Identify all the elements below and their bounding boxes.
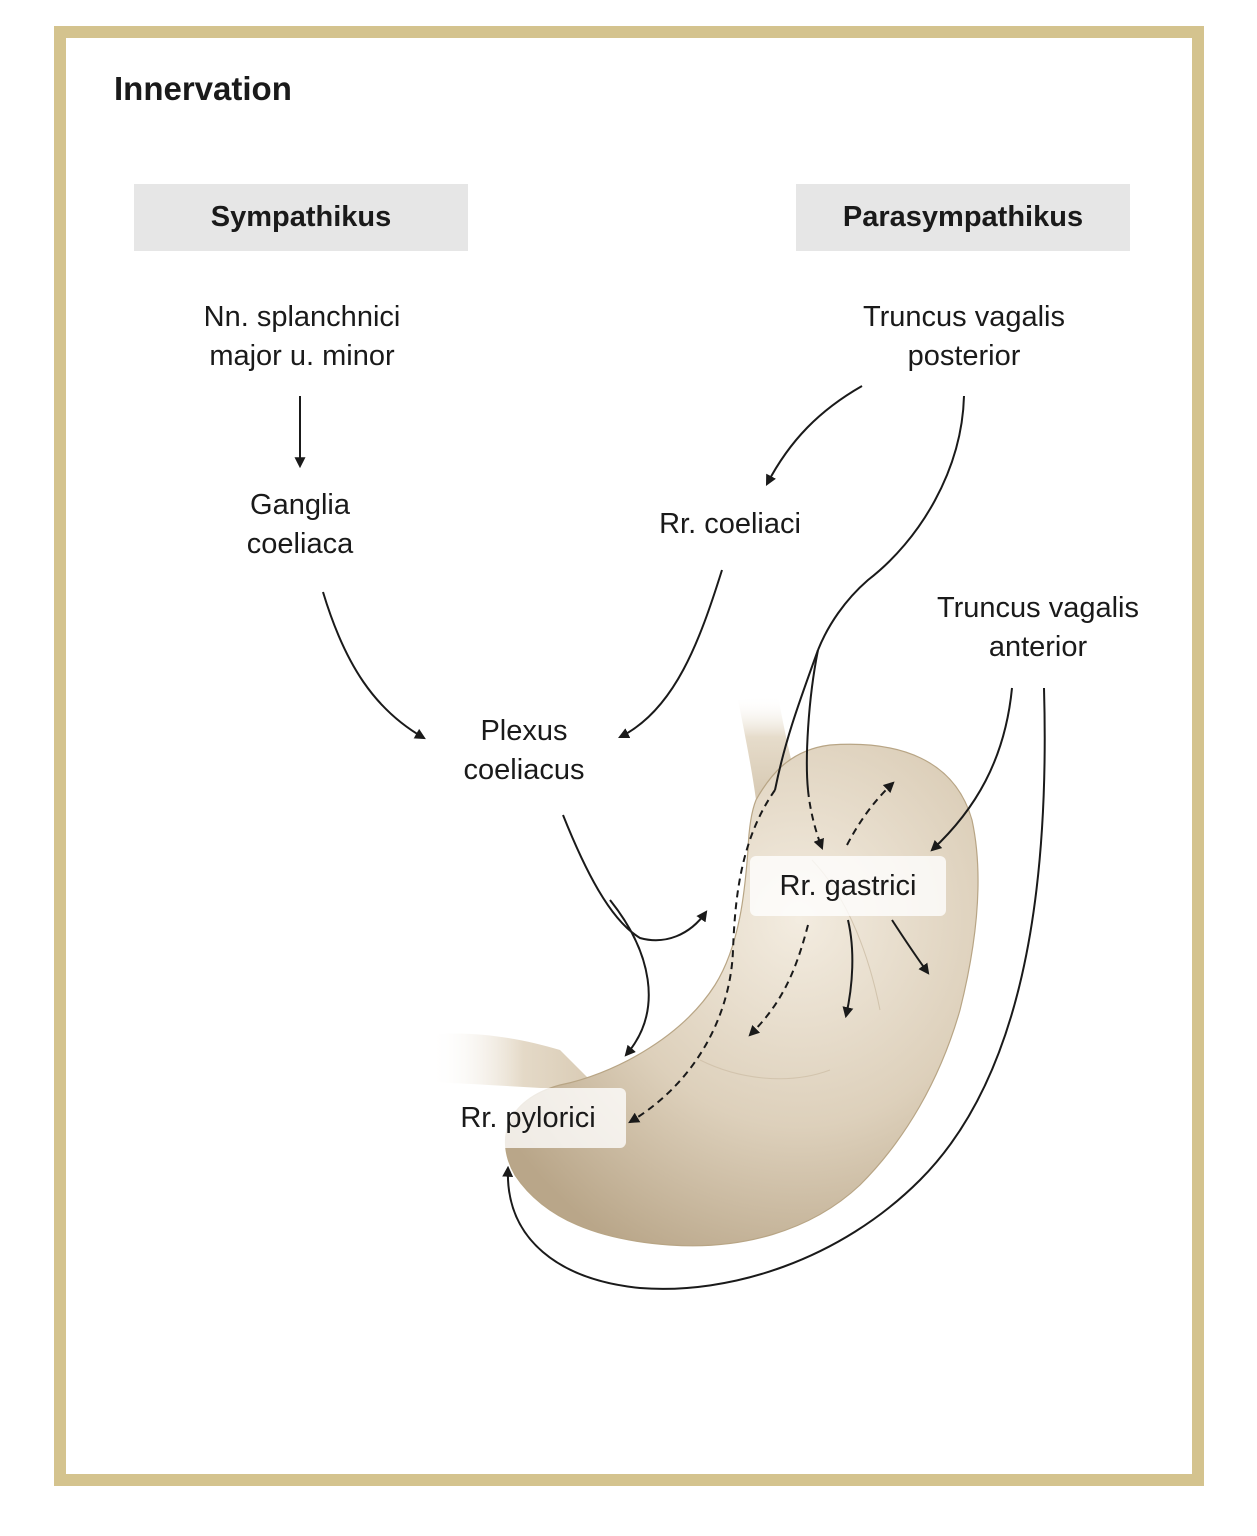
- arrow-posterior-coeliaci: [765, 385, 863, 486]
- arrow-anterior-gastrici: [930, 687, 1013, 852]
- arrow-ganglia-plexus: [322, 591, 426, 740]
- arrow-plexus-stomach: [562, 814, 708, 942]
- arrow-gastrici-right: [891, 919, 930, 975]
- label-ganglia-coeliaca: Ganglia coeliaca: [246, 489, 354, 560]
- arrow-coeliaci-plexus: [618, 569, 723, 739]
- duodenum-shape: [430, 1033, 600, 1090]
- arrow-gastrici-down: [842, 919, 854, 1019]
- arrow-gastrici-up: [846, 781, 895, 846]
- line-posterior-pylorici: [774, 649, 819, 791]
- stomach-shape: [504, 743, 979, 1247]
- label-truncus-vagalis-posterior: Truncus vagalis posterior: [862, 301, 1065, 372]
- label-rr-coeliaci: Rr. coeliaci: [659, 508, 801, 540]
- label-plexus-coeliacus: Plexus coeliacus: [463, 715, 585, 786]
- header-sympathikus: Sympathikus: [134, 184, 468, 251]
- line-truncus-posterior: [817, 395, 965, 651]
- arrow-plexus-pylorici: [609, 899, 650, 1057]
- label-rr-gastrici: Rr. gastrici: [750, 856, 946, 916]
- arrow-posterior-gastrici: [805, 649, 819, 791]
- diagram-frame: [54, 26, 1204, 1486]
- label-truncus-vagalis-anterior: Truncus vagalis anterior: [936, 592, 1139, 663]
- arrow-anterior-pylorici: [502, 687, 1046, 1290]
- arrow-gastrici-left: [748, 924, 809, 1037]
- label-rr-pylorici: Rr. pylorici: [430, 1088, 626, 1148]
- diagram-title: Innervation: [114, 70, 292, 107]
- header-parasympathikus: Parasympathikus: [796, 184, 1130, 251]
- label-nn-splanchnici: Nn. splanchnici major u. minor: [203, 301, 401, 372]
